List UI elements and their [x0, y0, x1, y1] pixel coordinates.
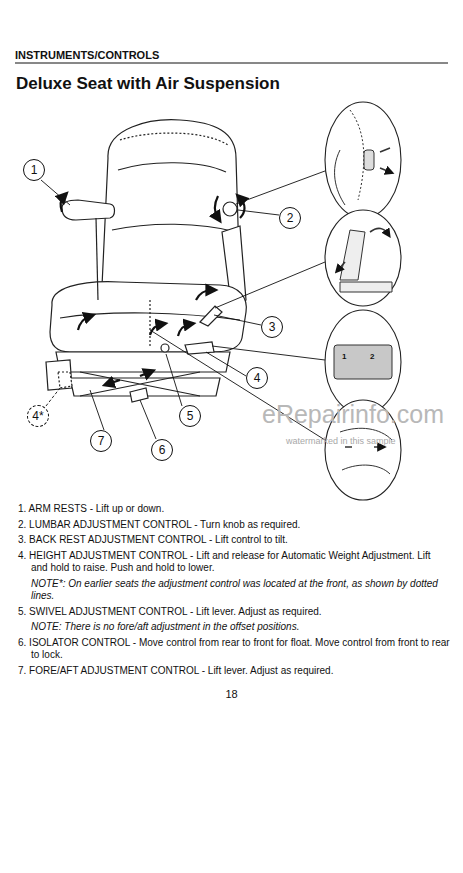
callout-circle: 2	[279, 207, 301, 229]
leader-lines	[41, 180, 70, 205]
seat-drawing	[102, 120, 240, 304]
seat-drawing	[120, 133, 228, 145]
callout-number: 7	[98, 434, 105, 448]
callout-circle: 7	[90, 430, 112, 452]
leader-lines	[214, 315, 261, 325]
motion-arrows	[196, 290, 212, 300]
seat-drawing	[149, 300, 150, 348]
seat-drawing	[130, 388, 148, 402]
inset-details	[342, 465, 390, 474]
detail-insets	[325, 210, 401, 306]
callout-number: 6	[159, 443, 166, 457]
motion-arrows	[140, 372, 150, 376]
seat-drawing	[161, 344, 169, 352]
seat-drawing	[50, 282, 246, 352]
motion-arrows	[108, 380, 120, 384]
motion-arrows	[61, 196, 245, 384]
callout-circle: 4*	[27, 405, 49, 427]
header-rule	[15, 63, 448, 64]
seat-drawing	[56, 352, 230, 372]
leader-lines	[236, 168, 333, 204]
inset-details	[370, 228, 388, 234]
icon-digit: 2	[370, 352, 374, 361]
leader-lines	[46, 388, 60, 406]
leader-lines	[206, 352, 246, 376]
callout-number: 4	[254, 371, 261, 385]
instruction-item: 4. HEIGHT ADJUSTMENT CONTROL - Lift and …	[18, 550, 450, 575]
motion-arrows	[178, 324, 190, 336]
callout-circle: 4	[246, 367, 268, 389]
seat-drawing	[62, 200, 115, 220]
watermark: eRepairinfo.com	[262, 400, 444, 429]
detail-insets	[325, 102, 401, 218]
leader-lines	[215, 262, 325, 308]
inset-details	[364, 150, 374, 170]
callout-number: 4*	[32, 409, 43, 423]
leader-lines	[140, 400, 156, 439]
page-number: 18	[0, 688, 463, 700]
seat-drawing	[118, 163, 226, 172]
section-header: INSTRUMENTS/CONTROLS	[15, 49, 159, 61]
detail-insets	[325, 310, 401, 414]
leader-lines	[90, 390, 104, 430]
page-title: Deluxe Seat with Air Suspension	[16, 74, 280, 94]
leader-lines	[238, 210, 279, 215]
header-rule	[15, 63, 448, 64]
note-text: NOTE*: On earlier seats the adjustment c…	[18, 578, 450, 603]
icon-digit: 1	[342, 352, 346, 361]
callout-circle: 5	[179, 405, 201, 427]
inset-details	[345, 446, 382, 448]
inset-details	[380, 148, 390, 172]
seat-drawing	[46, 360, 72, 390]
inset-details	[350, 110, 364, 200]
inset-details	[340, 282, 392, 292]
instruction-item: 7. FORE/AFT ADJUSTMENT CONTROL - Lift le…	[18, 665, 450, 678]
motion-arrows	[78, 316, 90, 330]
callout-circle: 6	[151, 439, 173, 461]
callout-circle: 3	[261, 316, 283, 338]
inset-details	[338, 262, 345, 270]
inset-details	[335, 150, 345, 205]
instruction-item: 6. ISOLATOR CONTROL - Move control from …	[18, 637, 450, 662]
seat-drawing	[58, 372, 72, 388]
leader-lines	[41, 168, 333, 440]
callout-number: 3	[269, 320, 276, 334]
instruction-item: 1. ARM RESTS - Lift up or down.	[18, 503, 450, 516]
seat-drawing	[46, 120, 246, 402]
inset-details	[334, 345, 392, 379]
seat-drawing	[96, 218, 98, 300]
inset-details	[340, 230, 365, 280]
instruction-item: 3. BACK REST ADJUSTMENT CONTROL - Lift c…	[18, 534, 450, 547]
seat-drawing	[223, 202, 237, 216]
leader-lines	[212, 346, 325, 360]
callout-circle: 1	[23, 159, 45, 181]
instruction-list: 1. ARM RESTS - Lift up or down. 2. LUMBAR…	[18, 503, 450, 680]
watermark: watermarked in this sample	[286, 436, 396, 446]
note-text: NOTE: There is no fore/aft adjustment in…	[18, 621, 450, 634]
leader-lines	[166, 354, 182, 406]
instruction-item: 5. SWIVEL ADJUSTMENT CONTROL - Lift leve…	[18, 606, 450, 619]
seat-drawing	[112, 224, 236, 232]
seat-drawing	[185, 342, 214, 354]
motion-arrows	[215, 196, 218, 218]
instruction-item: 2. LUMBAR ADJUSTMENT CONTROL - Turn knob…	[18, 519, 450, 532]
callout-number: 5	[187, 409, 194, 423]
callout-number: 1	[31, 163, 38, 177]
callout-number: 2	[287, 211, 294, 225]
